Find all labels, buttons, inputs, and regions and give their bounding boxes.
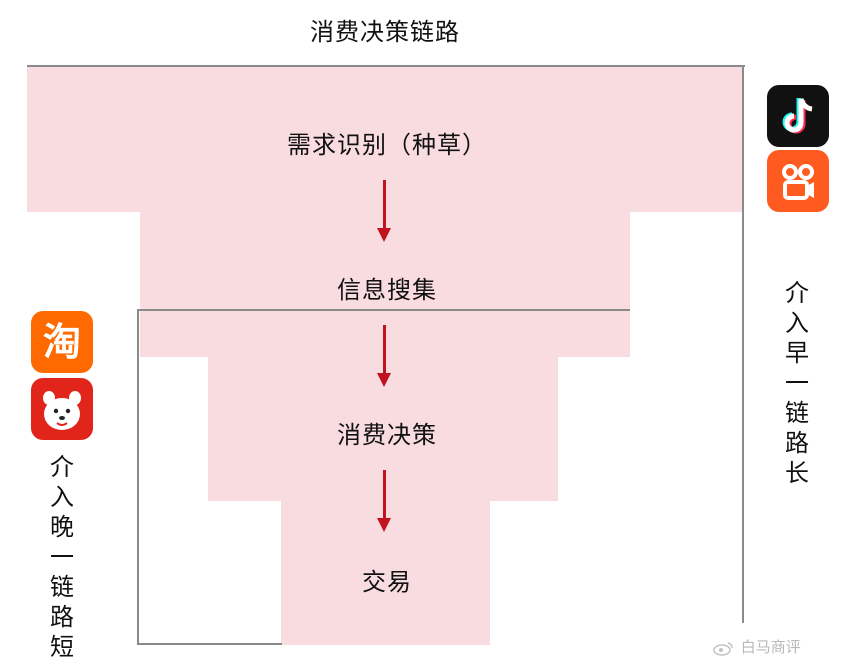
short-chain-top-line bbox=[138, 309, 630, 311]
arrow-2 bbox=[377, 325, 391, 387]
taobao-icon-char: 淘 bbox=[42, 320, 81, 364]
jd-icon bbox=[31, 378, 93, 440]
stage-label-transaction: 交易 bbox=[362, 568, 412, 596]
kuaishou-icon bbox=[767, 150, 829, 212]
stage-label-info: 信息搜集 bbox=[337, 276, 437, 304]
stage-label-decision: 消费决策 bbox=[337, 421, 437, 449]
arrow-3 bbox=[377, 470, 391, 532]
douyin-icon bbox=[767, 85, 829, 147]
stage-label-demand: 需求识别（种草） bbox=[287, 131, 487, 159]
watermark-text: 白马商评 bbox=[740, 638, 801, 656]
watermark: 白马商评 bbox=[712, 636, 801, 657]
taobao-icon: 淘 bbox=[31, 311, 93, 373]
late-short-chain-label: 介 入 晚 一 链 路 短 bbox=[50, 453, 74, 661]
long-chain-top-line bbox=[27, 65, 745, 67]
diagram-title: 消费决策链路 bbox=[310, 18, 460, 46]
short-chain-left-line bbox=[137, 309, 139, 645]
long-chain-right-line bbox=[742, 65, 744, 623]
early-long-chain-label: 介 入 早 一 链 路 长 bbox=[785, 279, 809, 487]
arrow-1 bbox=[377, 180, 391, 242]
weibo-icon bbox=[712, 640, 736, 656]
short-chain-bottom-line bbox=[137, 643, 282, 645]
